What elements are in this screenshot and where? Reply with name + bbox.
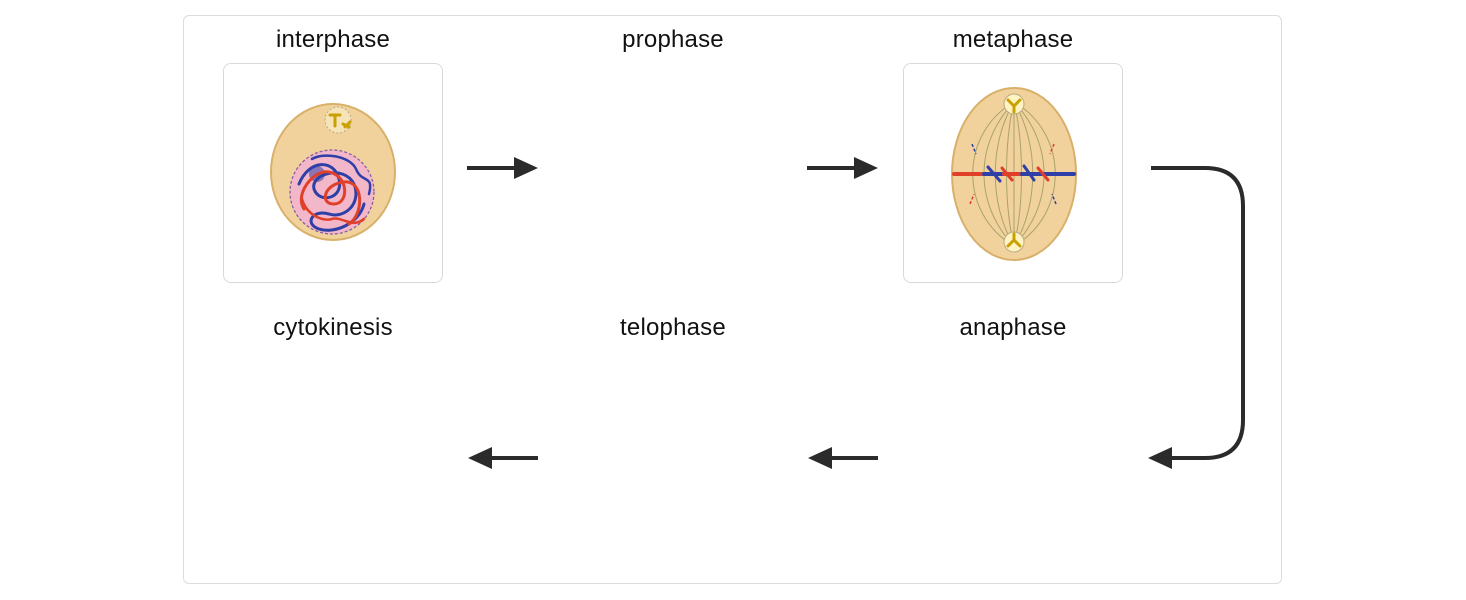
- label-metaphase: metaphase: [952, 26, 1074, 53]
- label-prophase: prophase: [622, 26, 724, 53]
- label-anaphase: anaphase: [959, 314, 1067, 341]
- label-interphase: interphase: [275, 26, 391, 53]
- diagram-frame: [183, 15, 1282, 584]
- label-cytokinesis: cytokinesis: [273, 314, 393, 341]
- prophase-slot: [563, 63, 783, 283]
- label-telophase: telophase: [620, 314, 726, 341]
- anaphase-slot: [903, 350, 1123, 570]
- interphase-cell-card: [223, 63, 443, 283]
- metaphase-cell-illustration: [951, 87, 1077, 261]
- interphase-cell-illustration: [270, 103, 396, 241]
- telophase-slot: [563, 350, 783, 570]
- cytokinesis-slot: [223, 350, 443, 570]
- metaphase-cell-card: [903, 63, 1123, 283]
